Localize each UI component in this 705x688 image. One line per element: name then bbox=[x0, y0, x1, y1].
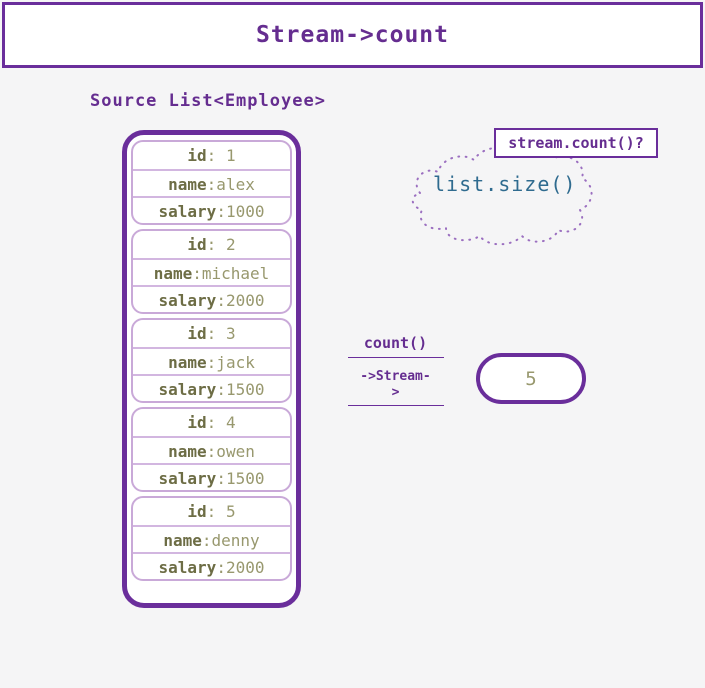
name-label: name bbox=[168, 175, 207, 194]
source-list-label: Source List<Employee> bbox=[90, 91, 326, 111]
stream-label-line-2: > bbox=[391, 385, 400, 400]
salary-value: :1500 bbox=[216, 469, 265, 488]
employee-id-row: id: 4 bbox=[133, 409, 290, 436]
id-value: : 2 bbox=[206, 235, 236, 254]
salary-value: :2000 bbox=[216, 291, 265, 310]
arrow-line-bottom bbox=[348, 405, 444, 406]
employee-id-row: id: 2 bbox=[133, 231, 290, 258]
name-value: :alex bbox=[206, 175, 255, 194]
question-box: stream.count()? bbox=[494, 128, 658, 158]
operation-method-label: count() bbox=[363, 334, 428, 352]
stream-label-line-1: ->Stream- bbox=[360, 369, 431, 384]
salary-value: :2000 bbox=[216, 558, 265, 577]
id-value: : 3 bbox=[206, 324, 236, 343]
employee-name-row: name:denny bbox=[133, 525, 290, 552]
employee-name-row: name:owen bbox=[133, 436, 290, 463]
id-label: id bbox=[187, 235, 207, 254]
id-label: id bbox=[187, 324, 207, 343]
name-value: :owen bbox=[206, 442, 255, 461]
employee-salary-row: salary:2000 bbox=[133, 552, 290, 579]
employee-list-container: id: 1 name:alex salary:1000 id: 2 name:m… bbox=[122, 130, 301, 608]
question-text: stream.count()? bbox=[508, 134, 644, 152]
employee-salary-row: salary:1500 bbox=[133, 374, 290, 401]
name-label: name bbox=[163, 531, 202, 550]
name-value: :denny bbox=[201, 531, 260, 550]
id-value: : 5 bbox=[206, 502, 236, 521]
name-value: :jack bbox=[206, 353, 255, 372]
employee-card-5: id: 5 name:denny salary:2000 bbox=[131, 496, 292, 581]
salary-value: :1500 bbox=[216, 380, 265, 399]
id-label: id bbox=[187, 413, 207, 432]
employee-salary-row: salary:1500 bbox=[133, 463, 290, 490]
result-pill: 5 bbox=[476, 353, 586, 404]
cloud-code-text: list.size() bbox=[433, 172, 577, 196]
employee-card-3: id: 3 name:jack salary:1500 bbox=[131, 318, 292, 403]
employee-card-1: id: 1 name:alex salary:1000 bbox=[131, 140, 292, 225]
page-title: Stream->count bbox=[255, 22, 449, 48]
salary-value: :1000 bbox=[216, 202, 265, 221]
salary-label: salary bbox=[158, 558, 217, 577]
employee-name-row: name:alex bbox=[133, 169, 290, 196]
id-label: id bbox=[187, 146, 207, 165]
name-label: name bbox=[168, 353, 207, 372]
employee-id-row: id: 3 bbox=[133, 320, 290, 347]
name-value: :michael bbox=[192, 264, 270, 283]
result-value: 5 bbox=[525, 367, 537, 390]
salary-label: salary bbox=[158, 469, 217, 488]
employee-id-row: id: 5 bbox=[133, 498, 290, 525]
salary-label: salary bbox=[158, 202, 217, 221]
employee-salary-row: salary:1000 bbox=[133, 196, 290, 223]
employee-name-row: name:jack bbox=[133, 347, 290, 374]
operation-stream-label: ->Stream- > bbox=[348, 369, 443, 401]
employee-salary-row: salary:2000 bbox=[133, 285, 290, 312]
employee-name-row: name:michael bbox=[133, 258, 290, 285]
employee-card-4: id: 4 name:owen salary:1500 bbox=[131, 407, 292, 492]
arrow-line-top bbox=[348, 357, 444, 358]
employee-id-row: id: 1 bbox=[133, 142, 290, 169]
id-label: id bbox=[187, 502, 207, 521]
id-value: : 1 bbox=[206, 146, 236, 165]
salary-label: salary bbox=[158, 291, 217, 310]
employee-card-2: id: 2 name:michael salary:2000 bbox=[131, 229, 292, 314]
salary-label: salary bbox=[158, 380, 217, 399]
id-value: : 4 bbox=[206, 413, 236, 432]
title-bar: Stream->count bbox=[2, 2, 703, 68]
name-label: name bbox=[153, 264, 193, 283]
name-label: name bbox=[168, 442, 207, 461]
thought-cloud-icon bbox=[411, 146, 593, 246]
